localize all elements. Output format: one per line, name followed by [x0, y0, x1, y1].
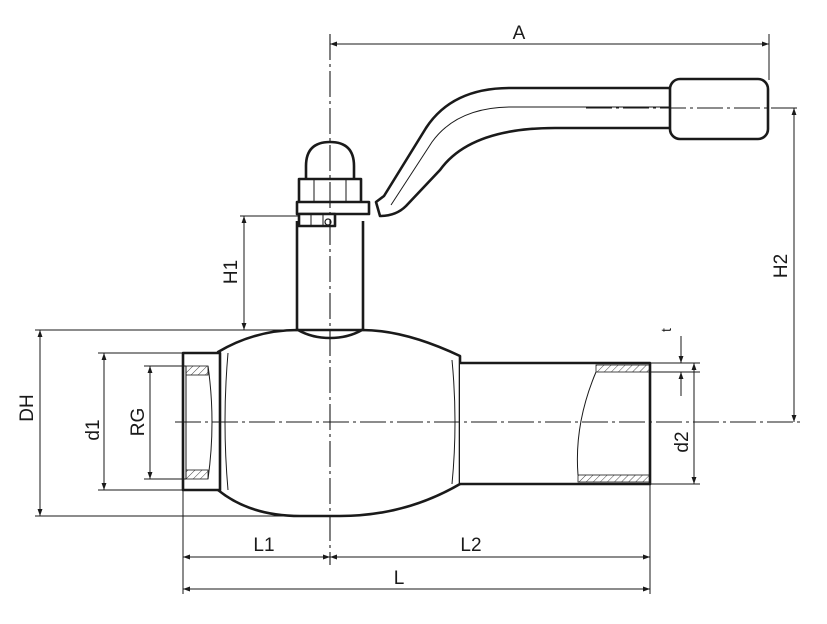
lever-handle: [374, 86, 674, 218]
dimension-label-L: L: [394, 568, 405, 589]
stem-nut: [295, 177, 371, 228]
handle-grip: [668, 77, 770, 141]
dimension-L1: L1: [183, 535, 330, 560]
dimension-label-H1: H1: [221, 260, 242, 284]
dimension-A: A: [330, 23, 769, 47]
dimension-d2: d2: [672, 363, 697, 484]
dimension-label-d1: d1: [83, 419, 104, 440]
dimension-label-d2: d2: [672, 431, 693, 452]
dimension-label-L2: L2: [460, 535, 481, 556]
dimension-label-RG: RG: [128, 408, 149, 437]
dimension-label-DH: DH: [17, 394, 38, 421]
dimension-L2: L2: [330, 535, 650, 560]
dimension-RG: RG: [128, 366, 153, 479]
valve-ball-body: [216, 328, 462, 518]
dimension-H2: H2: [771, 108, 797, 422]
dimension-t: t: [658, 328, 684, 396]
dimension-label-t: t: [658, 328, 674, 332]
dimension-L: L: [183, 568, 650, 592]
weld-outlet-pipe: [460, 361, 652, 486]
dimension-H1: H1: [221, 216, 247, 330]
dimension-label-L1: L1: [253, 535, 274, 556]
dimension-DH: DH: [17, 330, 43, 516]
dimension-label-H2: H2: [771, 254, 792, 278]
dimension-d1: d1: [83, 353, 107, 490]
dimension-label-A: A: [513, 23, 526, 44]
